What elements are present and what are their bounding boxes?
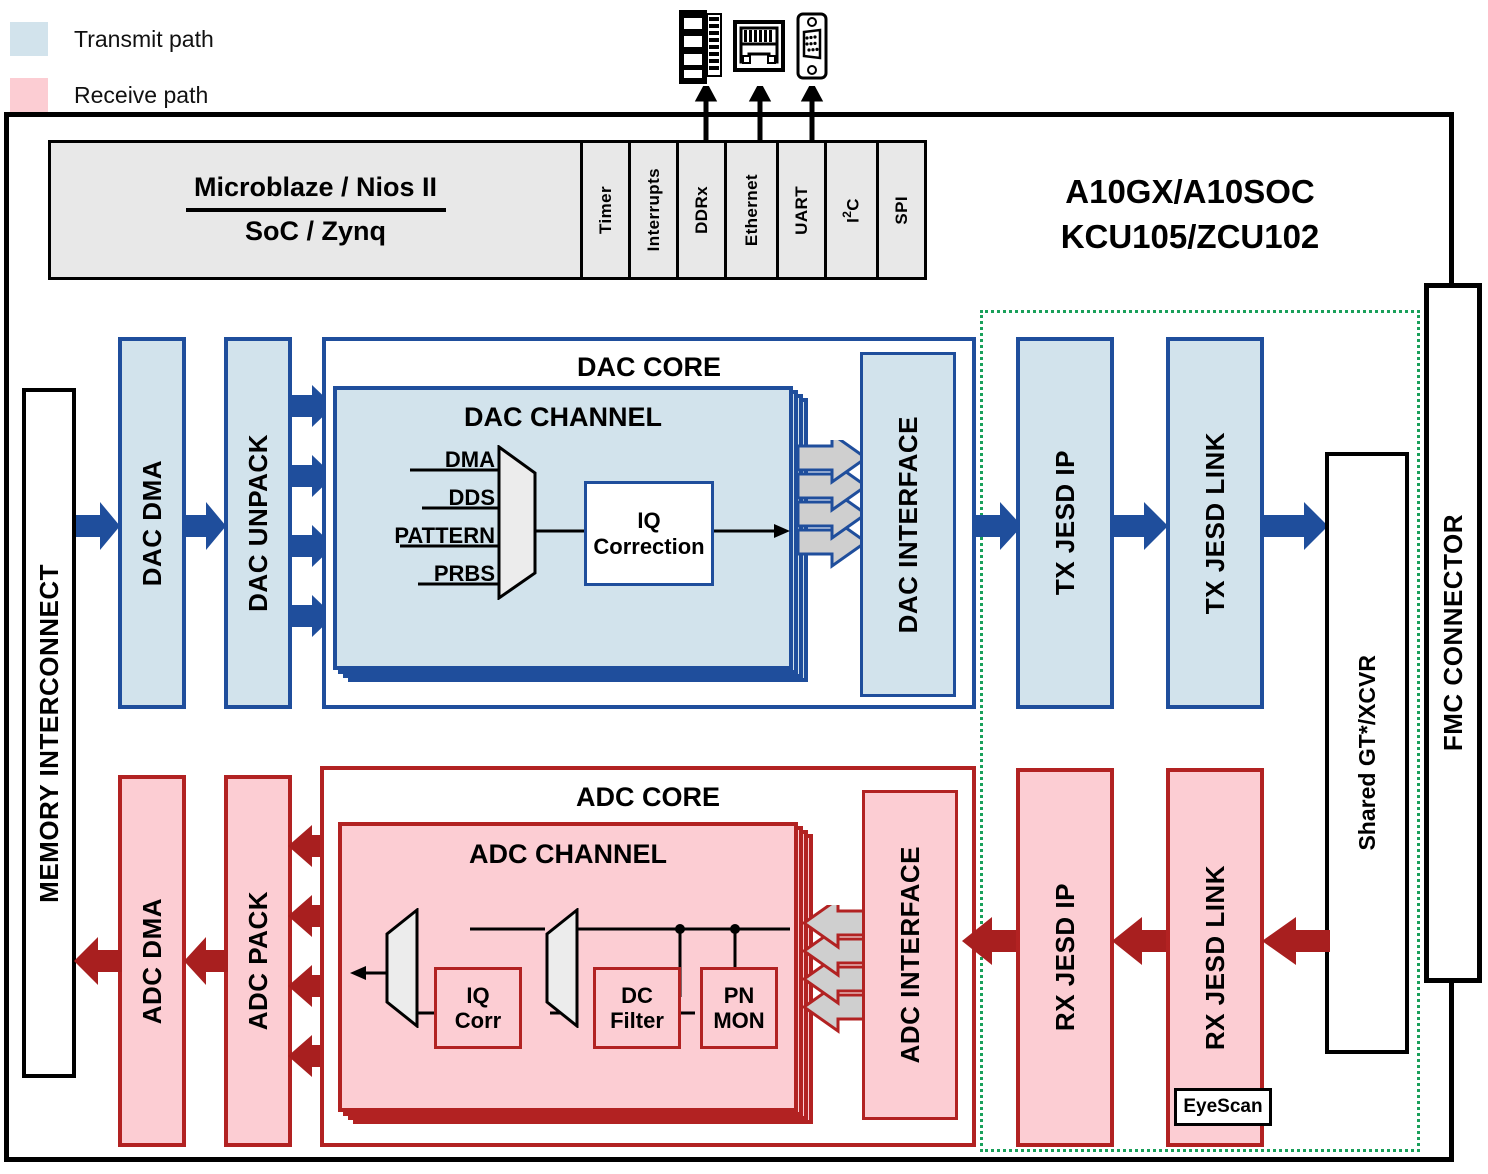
adc-core-title: ADC CORE bbox=[575, 781, 720, 812]
legend-swatch-transmit bbox=[10, 22, 48, 56]
shared-transceiver-region bbox=[980, 310, 1420, 1152]
eyescan-label: EyeScan bbox=[1183, 1096, 1263, 1117]
adc-dma-block[interactable]: ADC DMA bbox=[118, 775, 186, 1147]
peripheral-uart-label: UART bbox=[791, 185, 811, 235]
dac-iq-line2: Correction bbox=[593, 533, 705, 559]
tx-jesd-link-block[interactable]: TX JESD LINK bbox=[1166, 337, 1264, 709]
legend-label-receive: Receive path bbox=[74, 81, 209, 108]
dac-unpack-label: DAC UNPACK bbox=[242, 434, 273, 612]
adc-channel-title: ADC CHANNEL bbox=[469, 838, 667, 869]
peripheral-timer-label: Timer bbox=[595, 186, 615, 234]
adc-pn-line1: PN bbox=[723, 982, 755, 1008]
tx-jesd-ip-block[interactable]: TX JESD IP bbox=[1016, 337, 1114, 709]
tx-jesd-ip-label: TX JESD IP bbox=[1049, 450, 1080, 596]
cpu-line1: Microblaze / Nios II bbox=[193, 172, 438, 203]
peripheral-ethernet-label: Ethernet bbox=[741, 173, 761, 247]
dac-unpack-block[interactable]: DAC UNPACK bbox=[224, 337, 292, 709]
adc-iq-corr-block[interactable]: IQ Corr bbox=[434, 967, 522, 1049]
peripheral-uart: UART bbox=[779, 140, 827, 280]
adc-interface-label: ADC INTERFACE bbox=[894, 846, 925, 1064]
adc-pn-line2: MON bbox=[713, 1008, 765, 1033]
device-line2: KCU105/ZCU102 bbox=[1060, 218, 1320, 255]
peripheral-i2c: I2C bbox=[827, 140, 879, 280]
adc-signal-routing bbox=[350, 905, 790, 1045]
peripheral-ddrx-label: DDRx bbox=[691, 186, 711, 234]
rx-jesd-ip-block[interactable]: RX JESD IP bbox=[1016, 768, 1114, 1147]
adc-pack-block[interactable]: ADC PACK bbox=[224, 775, 292, 1147]
arrow-dac-dma-to-unpack bbox=[186, 500, 226, 552]
rx-jesd-ip-label: RX JESD IP bbox=[1049, 883, 1080, 1032]
memory-interconnect-label: MEMORY INTERCONNECT bbox=[33, 563, 64, 903]
dac-iq-output-arrow bbox=[714, 523, 790, 539]
dac-source-dds-label: DDS bbox=[448, 485, 495, 511]
dac-core-title: DAC CORE bbox=[576, 351, 721, 382]
rx-jesd-link-label: RX JESD LINK bbox=[1199, 864, 1230, 1051]
arrow-adc-pack-to-dma bbox=[184, 935, 228, 987]
legend: Transmit path Receive path bbox=[10, 22, 214, 112]
dac-dma-block[interactable]: DAC DMA bbox=[118, 337, 186, 709]
dac-interface-label: DAC INTERFACE bbox=[892, 415, 923, 634]
dac-source-prbs-label: PRBS bbox=[433, 561, 495, 587]
ethernet-rj45-connector-icon bbox=[733, 20, 785, 72]
arrow-tx-jesd-link-to-xcvr bbox=[1262, 500, 1328, 552]
dac-source-pattern-label: PATTERN bbox=[394, 523, 495, 549]
adc-interface-output-arrows bbox=[800, 905, 872, 1035]
peripheral-ddrx: DDRx bbox=[679, 140, 727, 280]
dac-mux-output-line bbox=[534, 527, 588, 535]
peripheral-interrupts-label: Interrupts bbox=[643, 168, 663, 252]
device-line1: A10GX/A10SOC bbox=[1065, 173, 1315, 211]
peripheral-timer: Timer bbox=[583, 140, 631, 280]
peripheral-ethernet: Ethernet bbox=[727, 140, 779, 280]
dac-mux bbox=[497, 445, 537, 600]
peripheral-spi-label: SPI bbox=[891, 195, 911, 225]
adc-dc-line2: Filter bbox=[610, 1008, 664, 1033]
ddr-memory-connector-icon bbox=[678, 8, 724, 86]
serial-db9-connector-icon bbox=[796, 12, 828, 80]
rx-jesd-link-block[interactable]: RX JESD LINK bbox=[1166, 768, 1264, 1147]
memory-interconnect-block[interactable]: MEMORY INTERCONNECT bbox=[22, 388, 76, 1078]
eyescan-button[interactable]: EyeScan bbox=[1174, 1088, 1272, 1126]
arrow-adc-dma-to-memory bbox=[74, 935, 122, 987]
shared-xcvr-block[interactable]: Shared GT*/XCVR bbox=[1325, 452, 1409, 1054]
fmc-connector-block[interactable]: FMC CONNECTOR bbox=[1424, 283, 1482, 983]
arrow-rx-jesd-ip-to-adc-interface bbox=[962, 915, 1020, 967]
legend-swatch-receive bbox=[10, 78, 48, 112]
dac-dma-label: DAC DMA bbox=[136, 459, 167, 587]
arrow-tx-jesd-ip-to-link bbox=[1112, 500, 1168, 552]
shared-xcvr-label: Shared GT*/XCVR bbox=[1353, 655, 1380, 851]
dac-iq-line1: IQ bbox=[637, 508, 661, 534]
dac-channel-title: DAC CHANNEL bbox=[464, 401, 662, 432]
adc-iq-line1: IQ bbox=[466, 982, 490, 1008]
arrow-memory-to-dac-dma bbox=[76, 500, 120, 552]
adc-dma-label: ADC DMA bbox=[136, 897, 167, 1025]
adc-output-mux bbox=[385, 908, 419, 1028]
dac-source-lines bbox=[400, 440, 520, 605]
adc-dc-line1: DC bbox=[621, 982, 653, 1008]
dac-source-dma-label: DMA bbox=[444, 447, 495, 473]
dac-iq-correction-block[interactable]: IQ Correction bbox=[584, 481, 714, 586]
arrow-dac-interface-to-tx-jesd-ip bbox=[972, 500, 1022, 552]
device-names: A10GX/A10SOC KCU105/ZCU102 bbox=[960, 165, 1420, 265]
peripheral-interrupts: Interrupts bbox=[631, 140, 679, 280]
adc-interface-block[interactable]: ADC INTERFACE bbox=[862, 790, 958, 1120]
adc-bypass-mux bbox=[545, 908, 579, 1028]
dac-source-labels: DMA DDS PATTERN PRBS bbox=[355, 445, 495, 595]
dac-channel-block[interactable] bbox=[333, 386, 793, 670]
peripheral-spi: SPI bbox=[879, 140, 927, 280]
dac-channel-output-arrows bbox=[798, 440, 870, 570]
adc-pn-mon-block[interactable]: PN MON bbox=[700, 967, 778, 1049]
arrow-rx-jesd-link-to-ip bbox=[1112, 915, 1170, 967]
tx-jesd-link-label: TX JESD LINK bbox=[1199, 431, 1230, 615]
legend-label-transmit: Transmit path bbox=[74, 25, 214, 52]
cpu-divider bbox=[185, 208, 446, 212]
adc-dc-filter-block[interactable]: DC Filter bbox=[593, 967, 681, 1049]
cpu-block: Microblaze / Nios II SoC / Zynq bbox=[48, 140, 583, 280]
arrow-xcvr-to-rx-jesd-link bbox=[1262, 915, 1330, 967]
fmc-connector-label: FMC CONNECTOR bbox=[1437, 514, 1468, 752]
adc-iq-line2: Corr bbox=[454, 1008, 502, 1033]
cpu-line2: SoC / Zynq bbox=[245, 216, 386, 246]
dac-interface-block[interactable]: DAC INTERFACE bbox=[860, 352, 956, 697]
peripheral-i2c-label: I2C bbox=[839, 197, 863, 223]
adc-pack-label: ADC PACK bbox=[242, 891, 273, 1031]
